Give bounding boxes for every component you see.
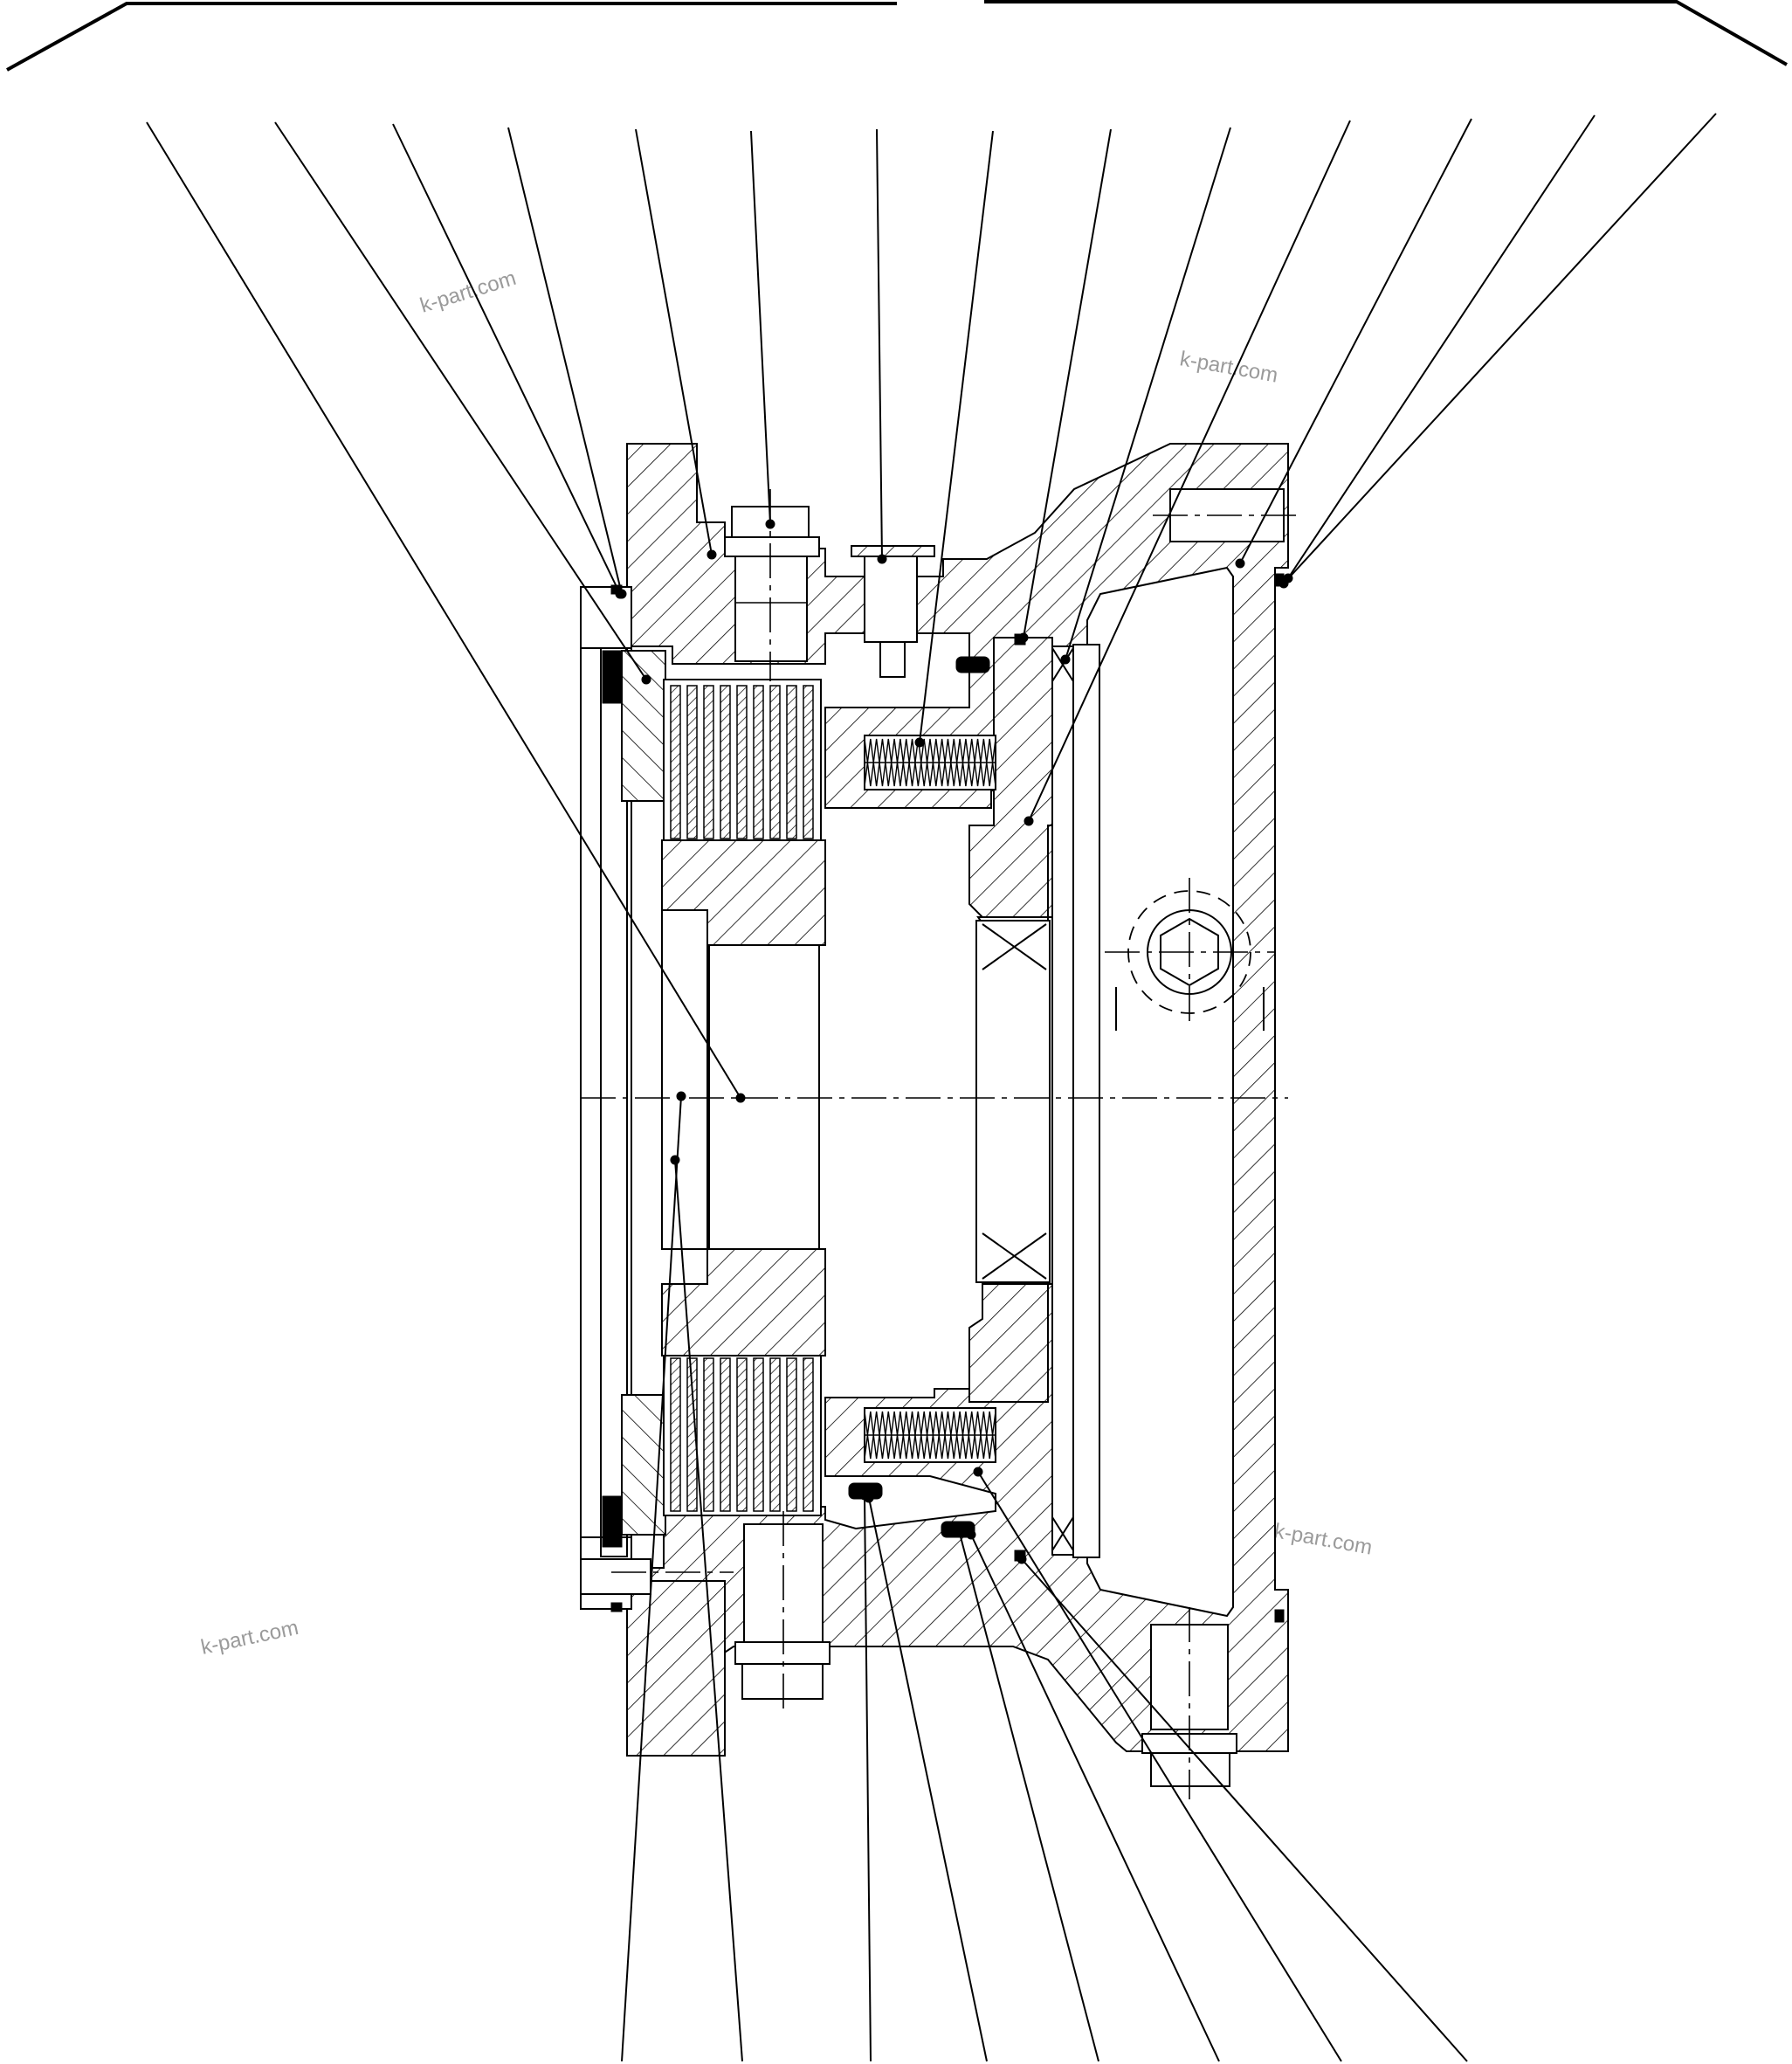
leader-lines — [146, 113, 1717, 2062]
pressure-plate — [621, 650, 666, 1536]
leader-dot — [641, 674, 651, 685]
leader-dot — [973, 1467, 983, 1477]
leader-line — [621, 1095, 682, 2062]
left-seals — [602, 650, 623, 1548]
bolt-right-bottom — [1141, 1607, 1237, 1799]
friction-disc — [686, 1357, 698, 1512]
leader-line — [1021, 1558, 1468, 2062]
friction-disc — [769, 685, 781, 839]
bolt-top — [724, 489, 820, 681]
spring-coil — [864, 1411, 996, 1460]
leader-line — [919, 130, 994, 743]
leader-line — [1239, 118, 1472, 564]
friction-disc-pack-lower — [663, 1353, 822, 1516]
leader-line — [876, 128, 883, 560]
friction-disc — [703, 685, 714, 839]
watermark-4: k-part.com — [199, 1616, 300, 1660]
leader-dot — [1060, 654, 1071, 665]
leader-line — [674, 1159, 743, 2062]
leader-line — [1283, 113, 1717, 584]
leader-line — [1028, 120, 1351, 822]
leader-dot — [676, 1091, 686, 1101]
leader-dot — [765, 519, 775, 529]
o-rings — [610, 573, 1285, 1623]
friction-disc — [686, 685, 698, 839]
leader-dot — [954, 1525, 964, 1536]
friction-disc — [786, 685, 797, 839]
hub — [661, 839, 826, 1356]
leader-line — [958, 1529, 1099, 2062]
leader-dot — [1017, 1554, 1027, 1564]
hex-bolt-side — [1105, 878, 1275, 1031]
spring-lower — [864, 1407, 996, 1463]
leader-line — [274, 121, 647, 680]
friction-disc — [670, 685, 681, 839]
housing-body — [582, 443, 1289, 1757]
seal-upper — [602, 650, 623, 704]
leader-dot — [864, 1493, 874, 1503]
leader-line — [146, 121, 741, 1099]
spring-coil — [864, 738, 996, 787]
leader-dot — [1024, 816, 1034, 826]
leader-dot — [670, 1155, 680, 1165]
top-bracket — [6, 0, 1788, 72]
friction-disc — [736, 685, 748, 839]
friction-disc-pack-upper — [663, 679, 822, 842]
bolt-bottom — [734, 1511, 831, 1712]
leader-line — [1287, 114, 1596, 579]
seal-lower — [602, 1495, 623, 1548]
port-left-bottom — [580, 1558, 734, 1595]
leader-dot — [617, 589, 627, 599]
friction-disc — [769, 1357, 781, 1512]
watermark-3: k-part.com — [1272, 1519, 1374, 1559]
leader-line — [750, 130, 771, 525]
leader-line — [507, 127, 623, 595]
friction-disc — [720, 685, 731, 839]
leader-line — [864, 1495, 872, 2062]
spring-coil — [864, 1411, 996, 1460]
leader-dot — [877, 554, 887, 564]
friction-disc — [720, 1357, 731, 1512]
friction-disc — [670, 1357, 681, 1512]
friction-disc — [753, 1357, 764, 1512]
leader-dot — [914, 737, 925, 748]
leader-line — [970, 1534, 1220, 2062]
friction-disc — [753, 685, 764, 839]
leader-dot — [1018, 632, 1029, 643]
retaining-ring — [1051, 644, 1100, 1558]
bearing — [975, 920, 1051, 1283]
leader-line — [868, 1497, 988, 2062]
leader-line — [977, 1471, 1342, 2062]
spring-upper — [864, 735, 996, 790]
leader-dot — [735, 1093, 746, 1103]
leader-line — [1023, 128, 1112, 639]
friction-disc — [803, 685, 814, 839]
relief-valve — [851, 545, 935, 678]
watermark-1: k-part.com — [417, 266, 519, 318]
leader-line — [635, 128, 713, 556]
leader-line — [392, 123, 621, 595]
leader-dot — [1235, 558, 1245, 569]
leader-line — [1065, 127, 1231, 660]
friction-disc — [703, 1357, 714, 1512]
friction-disc — [736, 1357, 748, 1512]
leader-dot — [966, 1529, 976, 1540]
leader-dot — [1279, 578, 1289, 589]
watermark-2: k-part.com — [1178, 347, 1279, 387]
spring-coil — [864, 738, 996, 787]
friction-disc — [803, 1357, 814, 1512]
plug-right-top — [1153, 488, 1301, 542]
friction-disc — [786, 1357, 797, 1512]
leader-dot — [706, 549, 717, 560]
